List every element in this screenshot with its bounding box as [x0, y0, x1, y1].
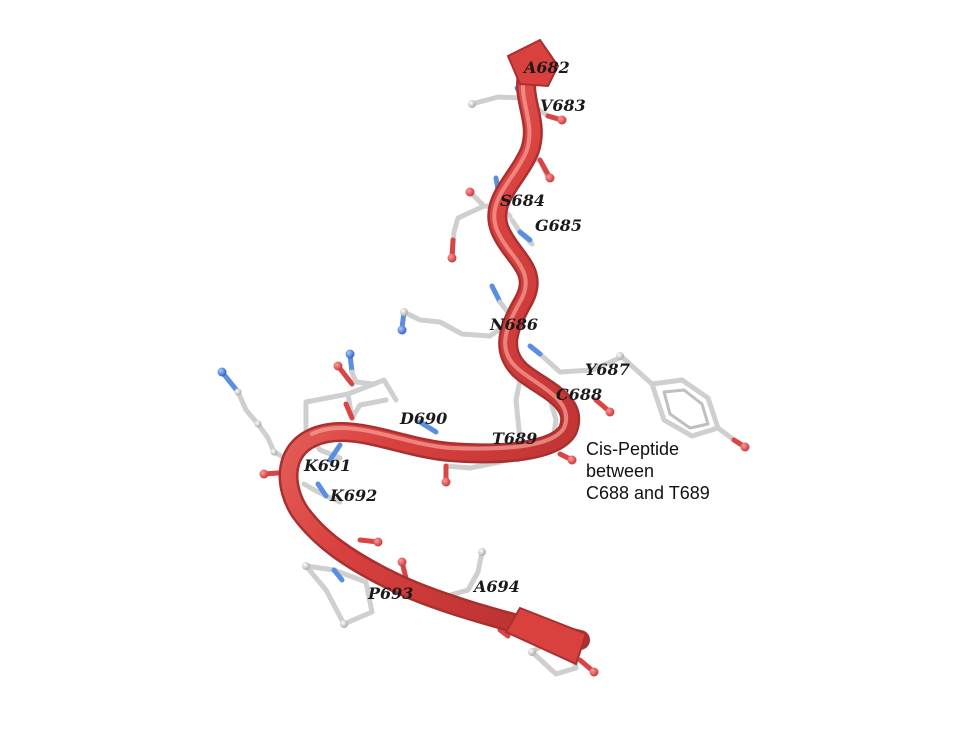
residue-label-k692: K692 — [329, 486, 377, 505]
annotation-line-1: Cis-Peptide — [586, 439, 679, 459]
residue-label-y687: Y687 — [585, 360, 630, 379]
residue-label-a682: A682 — [522, 58, 570, 77]
residue-label-n686: N686 — [489, 315, 538, 334]
residue-label-v683: V683 — [540, 96, 586, 115]
residue-label-c688: C688 — [556, 385, 602, 404]
annotation-line-2: between — [586, 461, 654, 481]
residue-label-a694: A694 — [472, 577, 520, 596]
cis-peptide-annotation: Cis-Peptide between C688 and T689 — [586, 439, 710, 503]
atom-spheres — [217, 100, 750, 677]
residue-label-g685: G685 — [535, 216, 582, 235]
residue-label-s684: S684 — [500, 191, 545, 210]
residue-label-p693: P693 — [367, 584, 413, 603]
residue-labels: A682 V683 S684 G685 N686 Y687 C688 T689 … — [303, 58, 630, 603]
residue-label-t689: T689 — [492, 429, 537, 448]
residue-label-k691: K691 — [303, 456, 351, 475]
annotation-line-3: C688 and T689 — [586, 483, 710, 503]
backbone-ribbon — [278, 38, 590, 666]
residue-label-d690: D690 — [399, 409, 447, 428]
